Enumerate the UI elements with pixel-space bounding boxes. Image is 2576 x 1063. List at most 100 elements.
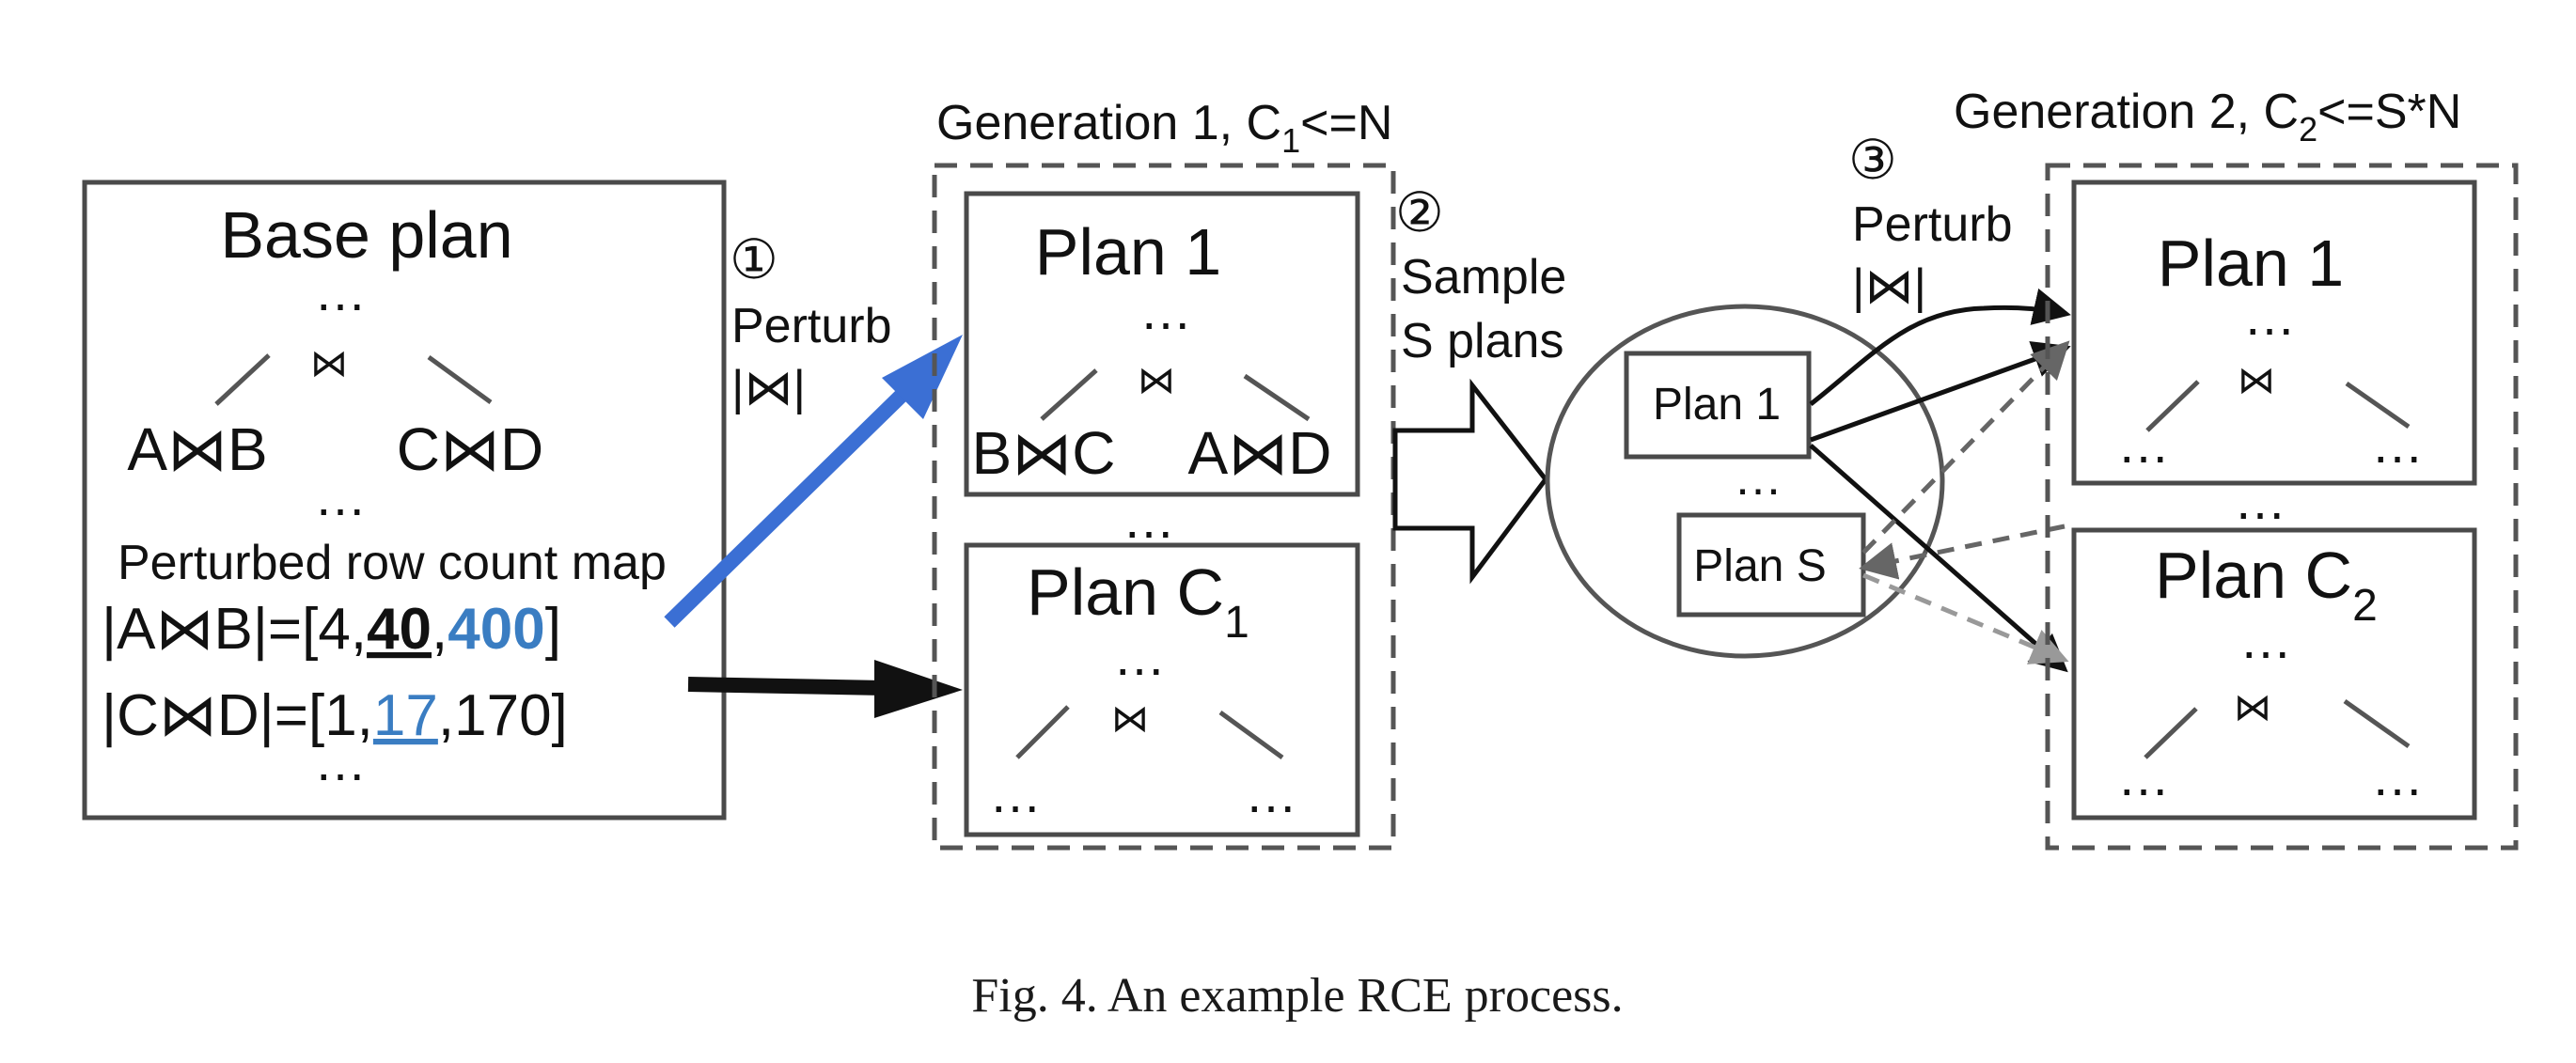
step3-label: ③ Perturb |⋈| <box>1848 130 2013 314</box>
gen1-plan1-box: Plan 1 … ⋈ B⋈C A⋈D <box>964 191 1360 497</box>
gen2-plan1-left-dots: … <box>2117 414 2170 474</box>
gen1-planC-box: Plan C1 … ⋈ … … <box>964 542 1360 837</box>
base-plan-box: Base plan … ⋈ A⋈B C⋈D … Perturbed row co… <box>82 180 727 821</box>
row-count-ab-suffix: ] <box>545 597 561 662</box>
sample-plan1-label: Plan 1 <box>1653 380 1781 430</box>
sample-circle <box>1545 304 1945 659</box>
step3-perturb: Perturb <box>1852 197 2013 252</box>
step1-label: ① Perturb |⋈| <box>730 229 892 415</box>
gen2-planC-border <box>2071 527 2477 821</box>
step2-number: ② <box>1395 182 1444 243</box>
generation1-group: Generation 1, C1<=N Plan 1 … ⋈ B⋈C A⋈D …… <box>932 96 1396 851</box>
gen1-planC-right-edge <box>1218 710 1284 760</box>
gen2-planC-box: Plan C2 … ⋈ … … <box>2071 527 2477 821</box>
generation2-dashed-border <box>2045 163 2519 851</box>
perturb-arrow-blue-shaft <box>664 370 927 628</box>
planS-to-gen2-plan1 <box>1861 340 2070 555</box>
row-count-map-title: Perturbed row count map <box>118 536 667 590</box>
generation1-title-sub: 1 <box>1281 121 1300 160</box>
planS-from-gen2-planC-dashed <box>1859 524 2066 580</box>
gen2-planC-title-main: Plan C <box>2155 539 2352 612</box>
gen1-plan1-join: ⋈ <box>1138 360 1175 401</box>
plan1-to-gen2-plan1-curve <box>1809 288 2071 406</box>
row-count-entry-ab: |A⋈B|=[4,40,400] <box>102 597 561 662</box>
row-count-cd-prefix: |C⋈D|=[1, <box>102 683 373 748</box>
gen2-planC-left-edge <box>2144 707 2198 759</box>
row-count-entry-cd: |C⋈D|=[1,17,170] <box>102 683 568 748</box>
base-plan-border <box>82 180 727 821</box>
row-count-ab-bold: 40 <box>367 597 432 662</box>
gen1-planC-title-main: Plan C <box>1027 555 1224 629</box>
step1-perturb: Perturb <box>731 299 892 353</box>
generation1-title-tail: <=N <box>1300 96 1392 150</box>
gen2-plan1-left-edge <box>2145 380 2200 432</box>
base-plan-left-join: A⋈B <box>127 415 267 483</box>
gen1-plan1-border <box>964 191 1360 497</box>
gen1-planC-join: ⋈ <box>1111 698 1149 740</box>
gen2-plan1-right-edge <box>2345 381 2411 430</box>
gen2-plan1-title: Plan 1 <box>2158 227 2344 300</box>
generation2-title-tail: <=S*N <box>2317 85 2461 139</box>
gen1-plan1-title: Plan 1 <box>1035 215 1221 289</box>
base-plan-title: Base plan <box>220 198 512 272</box>
planS-to-gen2-planC <box>1862 572 2069 664</box>
base-to-planC-arrow-head <box>874 660 963 718</box>
sample-planS-label: Plan S <box>1693 541 1826 591</box>
gen2-planC-join: ⋈ <box>2234 687 2271 728</box>
gen2-between-dots: … <box>2234 471 2286 530</box>
base-to-planC-arrow-shaft <box>687 677 885 696</box>
gen1-plan1-left-join: B⋈C <box>972 419 1116 487</box>
step2-line1: Sample <box>1401 250 1566 305</box>
gen2-plan1-border <box>2071 180 2477 486</box>
base-plan-right-join: C⋈D <box>397 415 543 483</box>
gen2-planC-dots: … <box>2239 610 2292 669</box>
base-plan-top-dots: … <box>314 262 367 321</box>
gen1-between-dots: … <box>1123 490 1175 549</box>
generation2-title-sub: 2 <box>2299 110 2317 149</box>
step1-number: ① <box>730 229 778 290</box>
gen2-plan1-join: ⋈ <box>2238 360 2275 401</box>
row-count-cd-suffix: ,170] <box>438 683 568 748</box>
gen1-plan1-dots: … <box>1139 281 1192 340</box>
base-plan-left-edge <box>214 353 271 406</box>
perturb-arrow-blue-head <box>882 335 963 419</box>
plan1-to-gen2-planC <box>1809 444 2068 673</box>
sample-dots: … <box>1734 451 1783 506</box>
gen1-planC-title: Plan C1 <box>1027 555 1249 648</box>
gen1-plan1-left-edge <box>1040 368 1098 421</box>
base-plan-right-edge <box>427 354 493 405</box>
generation2-title-main: Generation 2, C <box>1954 85 2299 139</box>
generation1-title: Generation 1, C1<=N <box>936 96 1392 160</box>
base-plan-bottom-dots: … <box>314 732 367 791</box>
row-count-ab-prefix: |A⋈B|=[4, <box>102 597 367 662</box>
gen1-planC-right-dots: … <box>1245 764 1297 823</box>
gen2-planC-title-sub: 2 <box>2352 581 2378 631</box>
gen1-plan1-right-edge <box>1243 373 1311 422</box>
step1-join-size: |⋈| <box>731 361 806 415</box>
step2-line2: S plans <box>1401 314 1563 368</box>
row-count-ab-comma: , <box>432 597 448 662</box>
gen1-planC-left-edge <box>1015 705 1070 759</box>
gen2-planC-right-edge <box>2343 698 2411 749</box>
sample-set: Plan 1 … Plan S <box>1545 304 1945 659</box>
generation2-title: Generation 2, C2<=S*N <box>1954 85 2461 149</box>
gen2-planC-title: Plan C2 <box>2155 539 2378 631</box>
gen2-plan1-box: Plan 1 … ⋈ … … <box>2071 180 2477 486</box>
gen1-planC-border <box>964 542 1360 837</box>
step3-number: ③ <box>1848 130 1897 191</box>
gen2-plan1-right-dots: … <box>2371 414 2424 474</box>
sample-plan1-box <box>1624 351 1812 460</box>
gen2-planC-left-dots: … <box>2117 747 2170 806</box>
sample-block-arrow <box>1392 378 1549 585</box>
row-count-cd-blue: 17 <box>373 683 438 748</box>
gen1-planC-title-sub: 1 <box>1224 598 1249 648</box>
gen2-plan1-dots: … <box>2243 287 2296 346</box>
plan1-to-gen2-plan1-straight <box>1810 341 2071 443</box>
row-count-ab-blue: 400 <box>448 597 544 662</box>
gen1-planC-dots: … <box>1113 627 1166 686</box>
base-plan-mid-dots: … <box>314 467 367 526</box>
generation2-group: Generation 2, C2<=S*N Plan 1 … ⋈ … … … P… <box>1954 85 2519 851</box>
step2-label: ② Sample S plans <box>1395 182 1566 368</box>
gen1-planC-left-dots: … <box>989 764 1042 823</box>
